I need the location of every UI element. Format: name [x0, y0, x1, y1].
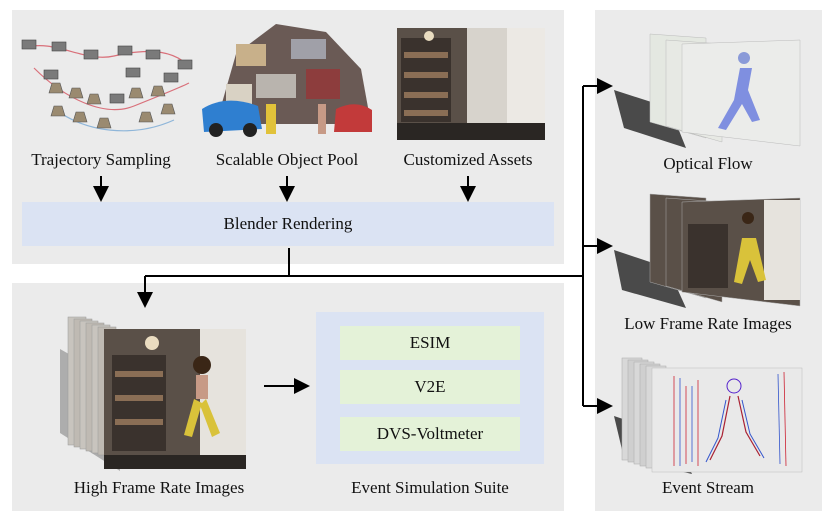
event-stream-caption: Event Stream [661, 478, 755, 497]
customized-assets-image [397, 28, 545, 140]
trajectory-sampling-image [21, 39, 193, 132]
event-stream-stack [614, 357, 803, 474]
sim-esim: ESIM [340, 326, 520, 360]
sim-v2e: V2E [340, 370, 520, 404]
high-frame-rate-stack [60, 316, 246, 471]
low-frame-rate-stack [614, 193, 801, 308]
event-simulation-caption: Event Simulation Suite [351, 478, 509, 497]
high-frame-rate-caption: High Frame Rate Images [73, 478, 245, 497]
event-simulation-suite: ESIM V2E DVS-Voltmeter [316, 312, 544, 464]
blender-rendering-box: Blender Rendering [22, 202, 554, 246]
optical-flow-stack [614, 33, 801, 148]
sim-dvs-voltmeter: DVS-Voltmeter [340, 417, 520, 451]
low-frame-rate-caption: Low Frame Rate Images [624, 314, 792, 333]
object-pool-image [202, 24, 372, 137]
customized-assets-caption: Customized Assets [403, 150, 533, 169]
trajectory-sampling-caption: Trajectory Sampling [31, 150, 171, 169]
optical-flow-caption: Optical Flow [663, 154, 753, 173]
object-pool-caption: Scalable Object Pool [215, 150, 359, 169]
